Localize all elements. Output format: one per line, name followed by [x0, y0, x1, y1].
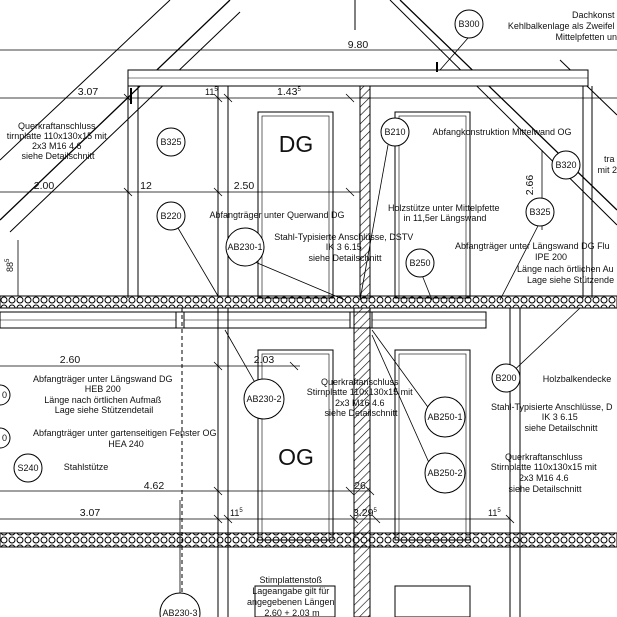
note-dach: Dachkonst Kehlbalkenlage als Zweifel Mit… [508, 10, 617, 42]
note-abfang-garten: Abfangträger unter gartenseitigen Fenste… [33, 428, 219, 449]
annotation-labels: Dachkonst Kehlbalkenlage als Zweifel Mit… [7, 10, 617, 617]
tag-b210: B210 [384, 127, 405, 137]
tag-s240: S240 [17, 463, 38, 473]
dim-1-43: 1.435 [277, 86, 301, 98]
dim-11-top: 115 [205, 87, 218, 97]
note-stahl-typisiert-og: Stahl-Typisierte Anschlüsse, D IK 3 6.15… [491, 402, 615, 433]
note-tra: tra mit 2 [597, 154, 617, 175]
note-stirnplattenstoss: Stimplattenstoß Lageangabe gilt für ange… [247, 575, 337, 617]
tag-b200: B200 [495, 373, 516, 383]
note-querkraft-right: Querkraftanschluss Stirnplatte 110x130x1… [491, 452, 599, 494]
tag-edge-b: 0 [2, 433, 7, 443]
note-abfang-laengswand-og: Abfangträger unter Längswand DG HEB 200 … [33, 374, 175, 415]
note-holzbalkendecke: Holzbalkendecke [543, 374, 612, 384]
tag-b325-right: B325 [529, 207, 550, 217]
tag-ab250-2: AB250-2 [427, 468, 462, 478]
tag-ab230-1: AB230-1 [227, 242, 262, 252]
dim-2-66: 2.66 [524, 175, 536, 196]
room-label-dg: DG [279, 131, 314, 157]
tag-b325-left: B325 [160, 137, 181, 147]
floor-slab-og [0, 532, 617, 548]
tag-b320: B320 [555, 160, 576, 170]
dim-12: 12 [140, 180, 152, 192]
floor-slab-dg [0, 295, 617, 329]
note-querkraft-left: Querkraftanschluss tirnplatte 110x130x15… [7, 121, 109, 161]
dim-4-62: 4.62 [144, 480, 165, 492]
tag-edge-a: 0 [2, 390, 7, 400]
tag-ab230-2: AB230-2 [246, 394, 281, 404]
dim-2-03: 2.03 [254, 354, 275, 366]
roof-lines [0, 0, 617, 233]
dim-2-50: 2.50 [234, 180, 255, 192]
dim-2-00: 2.00 [34, 180, 55, 192]
dim-2-60: 2.60 [60, 354, 81, 366]
dim-26: 26 [354, 480, 366, 492]
tag-labels: B300 B325 B210 B320 B325 B220 AB230-1 B2… [2, 19, 577, 617]
note-abfang-querwand: Abfangträger unter Querwand DG [209, 210, 344, 220]
og-walls [181, 307, 521, 617]
note-abfang-laengswand-dg: Abfangträger unter Längswand DG Flu IPE … [455, 241, 616, 285]
note-querkraft-mid: Querkraftanschluss Stirnplatte 110x130x1… [307, 377, 415, 418]
room-label-og: OG [278, 444, 314, 470]
dim-11-bottom-left: 115 [230, 508, 243, 518]
tag-ab230-3: AB230-3 [162, 608, 197, 617]
tag-ab250-1: AB250-1 [427, 412, 462, 422]
tag-b250: B250 [409, 258, 430, 268]
collar-beam [127, 69, 589, 87]
dimension-lines [0, 49, 617, 524]
tag-circles [0, 9, 581, 617]
dimension-labels: 9.80 3.07 115 1.435 2.00 12 2.50 885 2.6… [5, 39, 536, 519]
note-stahl-typisiert-dg: Stahl-Typisierte Anschlüsse, DSTV IK 3 6… [274, 232, 416, 263]
dim-3-07-bottom: 3.07 [80, 507, 101, 519]
dim-9-80: 9.80 [348, 39, 369, 51]
dim-3-07-top: 3.07 [78, 86, 99, 98]
note-abfang-mittelwand: Abfangkonstruktion Mittelwand OG [432, 127, 571, 137]
tag-b220: B220 [160, 211, 181, 221]
tag-b300: B300 [458, 19, 479, 29]
note-holzstuetze: Holzstütze unter Mittelpfette in 11,5er … [388, 203, 502, 223]
dim-11-bottom-right: 115 [488, 508, 501, 518]
dim-88: 885 [5, 258, 15, 272]
dim-3-29: 3.295 [353, 507, 377, 519]
note-stahlstuetze: Stahlstütze [64, 462, 109, 472]
